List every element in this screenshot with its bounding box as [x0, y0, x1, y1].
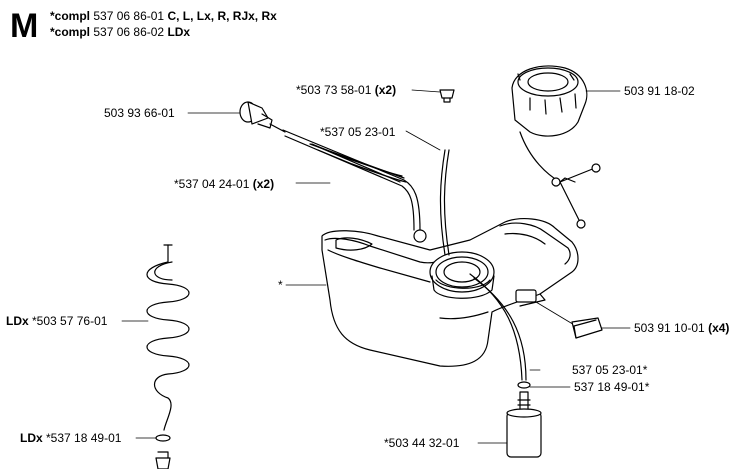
coiled-hose [146, 244, 190, 469]
header-line-2-models: LDx [167, 25, 191, 39]
callout-tank-part: * [278, 278, 283, 292]
header-line-1-part: 537 06 86-01 [93, 9, 165, 23]
callout-fuel-cap-part: 503 91 18-02 [624, 84, 695, 98]
header-line-2-part: 537 06 86-02 [93, 25, 165, 39]
vent-plug [439, 89, 455, 103]
fuel-tank [321, 218, 579, 367]
callout-vent-plug-part: *503 73 58-01 [296, 83, 372, 97]
callout-vent-plug: *503 73 58-01 (x2) [296, 83, 396, 97]
callout-ldx-oring-part: *537 18 49-01 [46, 431, 122, 445]
callout-fuel-cap: 503 91 18-02 [624, 84, 695, 98]
hose-pair [311, 143, 407, 183]
section-letter: M [10, 7, 39, 45]
callout-ldx-oring: LDx *537 18 49-01 [20, 431, 121, 445]
callout-fuel-line: 537 05 23-01* [572, 363, 647, 377]
fuel-hose [282, 129, 427, 243]
callout-oring-part: 537 18 49-01* [574, 380, 650, 394]
callout-oring: 537 18 49-01* [574, 380, 649, 394]
callout-vent-hose: *537 05 23-01 [320, 125, 395, 139]
callout-fuel-line-part: 537 05 23-01* [572, 363, 648, 377]
callout-tank-vent-part: 503 93 66-01 [104, 106, 175, 120]
fuel-line [469, 273, 531, 389]
callout-hose-pair: *537 04 24-01 (x2) [174, 177, 274, 191]
fuel-filter [506, 391, 542, 458]
callout-hose-pair-qty: (x2) [252, 177, 275, 191]
header-line-2: *compl 537 06 86-02 LDx [50, 25, 190, 39]
vent-hose [439, 149, 450, 256]
fuel-cap [511, 65, 601, 229]
callout-grommet-part: 503 91 10-01 [634, 321, 705, 335]
callout-grommet: 503 91 10-01 (x4) [634, 321, 729, 335]
callout-fuel-filter: *503 44 32-01 [384, 436, 459, 450]
callout-tank: * [278, 278, 283, 292]
header-line-1-prefix: *compl [50, 9, 91, 23]
callout-tank-vent: 503 93 66-01 [104, 106, 175, 120]
callout-hose-pair-part: *537 04 24-01 [174, 177, 250, 191]
callout-ldx-oring-prefix: LDx [20, 431, 43, 445]
callout-coiled-hose-part: *503 57 76-01 [32, 314, 108, 328]
connector-grommet [571, 317, 603, 339]
callout-coiled-hose: LDx *503 57 76-01 [6, 314, 107, 328]
header-line-2-prefix: *compl [50, 25, 91, 39]
header-line-1-models: C, L, Lx, R, RJx, Rx [167, 9, 277, 23]
callout-coiled-hose-prefix: LDx [6, 314, 29, 328]
callout-grommet-qty: (x4) [708, 321, 730, 335]
callout-fuel-filter-part: *503 44 32-01 [384, 436, 460, 450]
leader-lines [121, 89, 631, 444]
callout-vent-hose-part: *537 05 23-01 [320, 125, 396, 139]
callout-vent-plug-qty: (x2) [374, 83, 397, 97]
header-line-1: *compl 537 06 86-01 C, L, Lx, R, RJx, Rx [50, 9, 277, 23]
tank-vent [239, 101, 286, 133]
